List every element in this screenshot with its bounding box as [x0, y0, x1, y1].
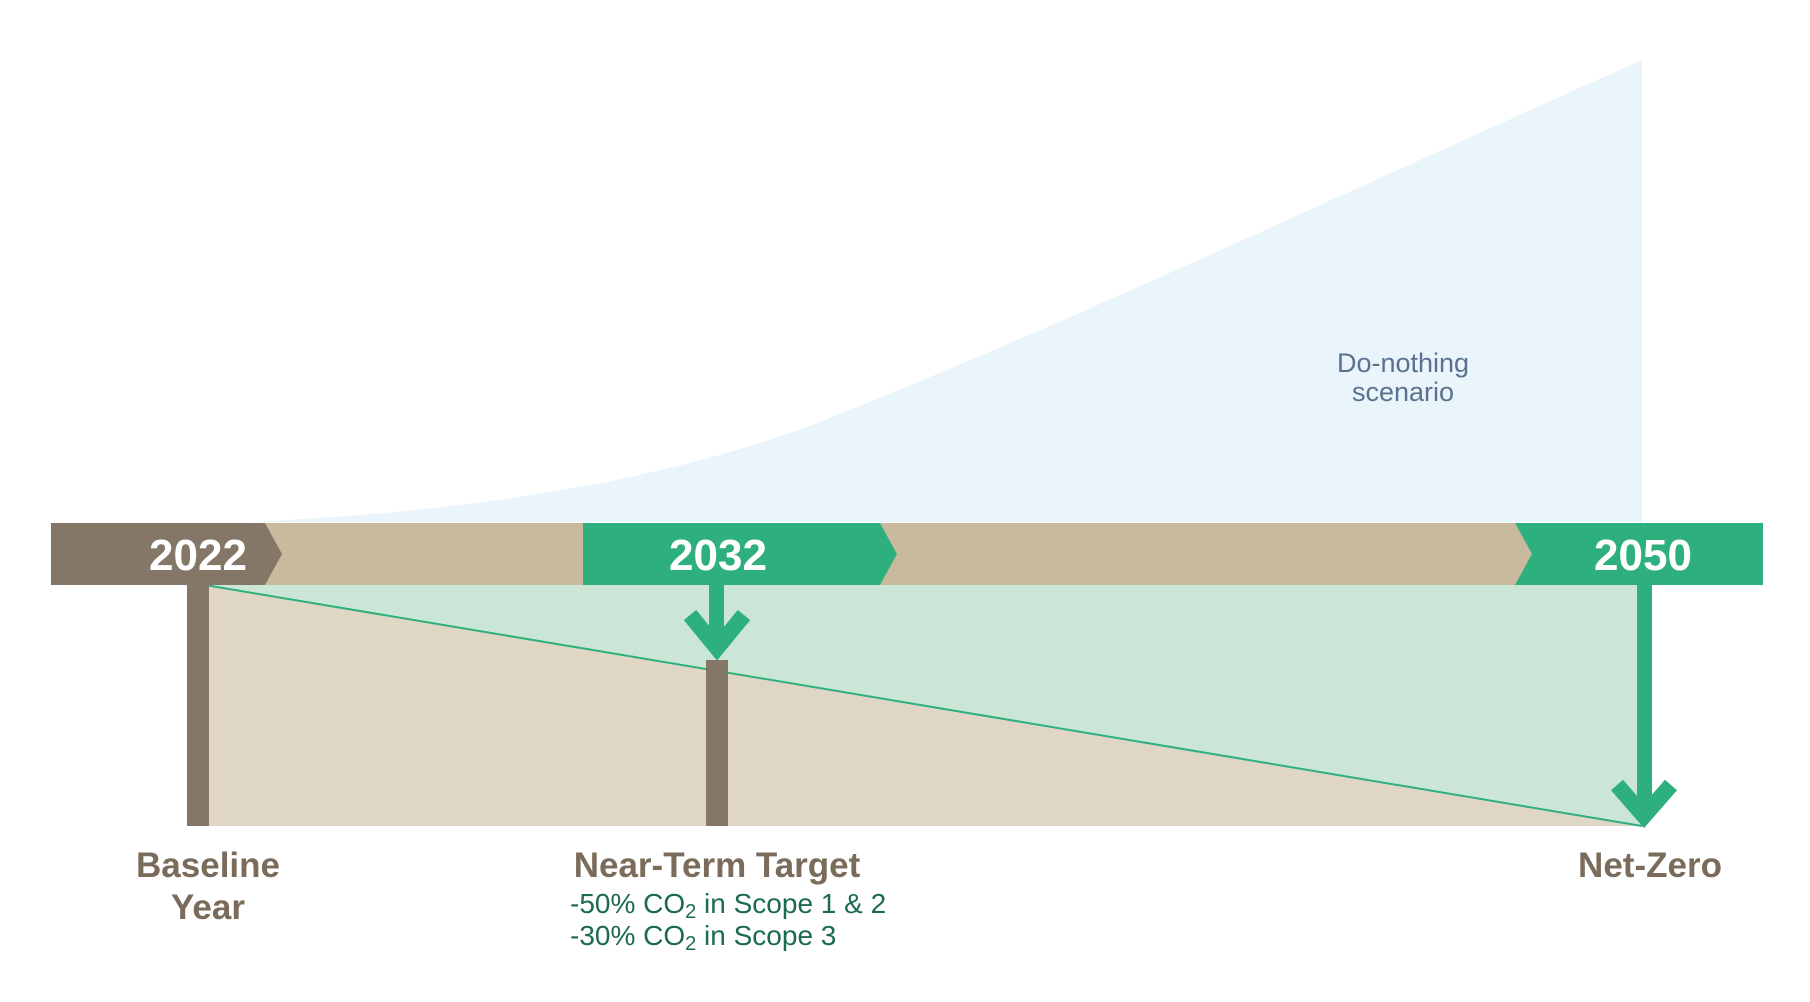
near-term-down-arrow-icon — [683, 585, 751, 661]
scenario-label-line1: Do-nothing — [1337, 348, 1469, 378]
near-term-detail-scope-1-2: -50% CO2 in Scope 1 & 2 — [570, 888, 886, 923]
near-term-pillar — [706, 660, 728, 826]
baseline-label-line2: Year — [171, 888, 245, 927]
near-term-label: Near-Term Target — [574, 846, 861, 885]
timeline-segment-2032 — [583, 523, 897, 585]
detail2-suffix: in Scope 3 — [696, 920, 836, 951]
net-zero-label: Net-Zero — [1578, 846, 1722, 885]
detail1-subscript: 2 — [685, 901, 696, 923]
detail1-prefix: -50% CO — [570, 888, 685, 919]
year-label-2032: 2032 — [669, 531, 767, 580]
scenario-label-line2: scenario — [1352, 377, 1454, 407]
net-zero-down-arrow-icon — [1610, 585, 1678, 829]
detail2-subscript: 2 — [685, 933, 696, 955]
year-label-2050: 2050 — [1594, 531, 1692, 580]
timeline-segment-2022 — [51, 523, 282, 585]
reduction-trajectory-line — [204, 584, 1643, 827]
timeline-segment-2050 — [1515, 523, 1763, 585]
detail1-suffix: in Scope 1 & 2 — [696, 888, 886, 919]
timeline-bar — [51, 523, 1763, 585]
near-term-detail-scope-3: -30% CO2 in Scope 3 — [570, 920, 836, 955]
baseline-label-line1: Baseline — [136, 846, 280, 885]
baseline-pillar — [187, 585, 209, 826]
do-nothing-scenario-area — [245, 60, 1642, 522]
detail2-prefix: -30% CO — [570, 920, 685, 951]
year-label-2022: 2022 — [149, 531, 247, 580]
